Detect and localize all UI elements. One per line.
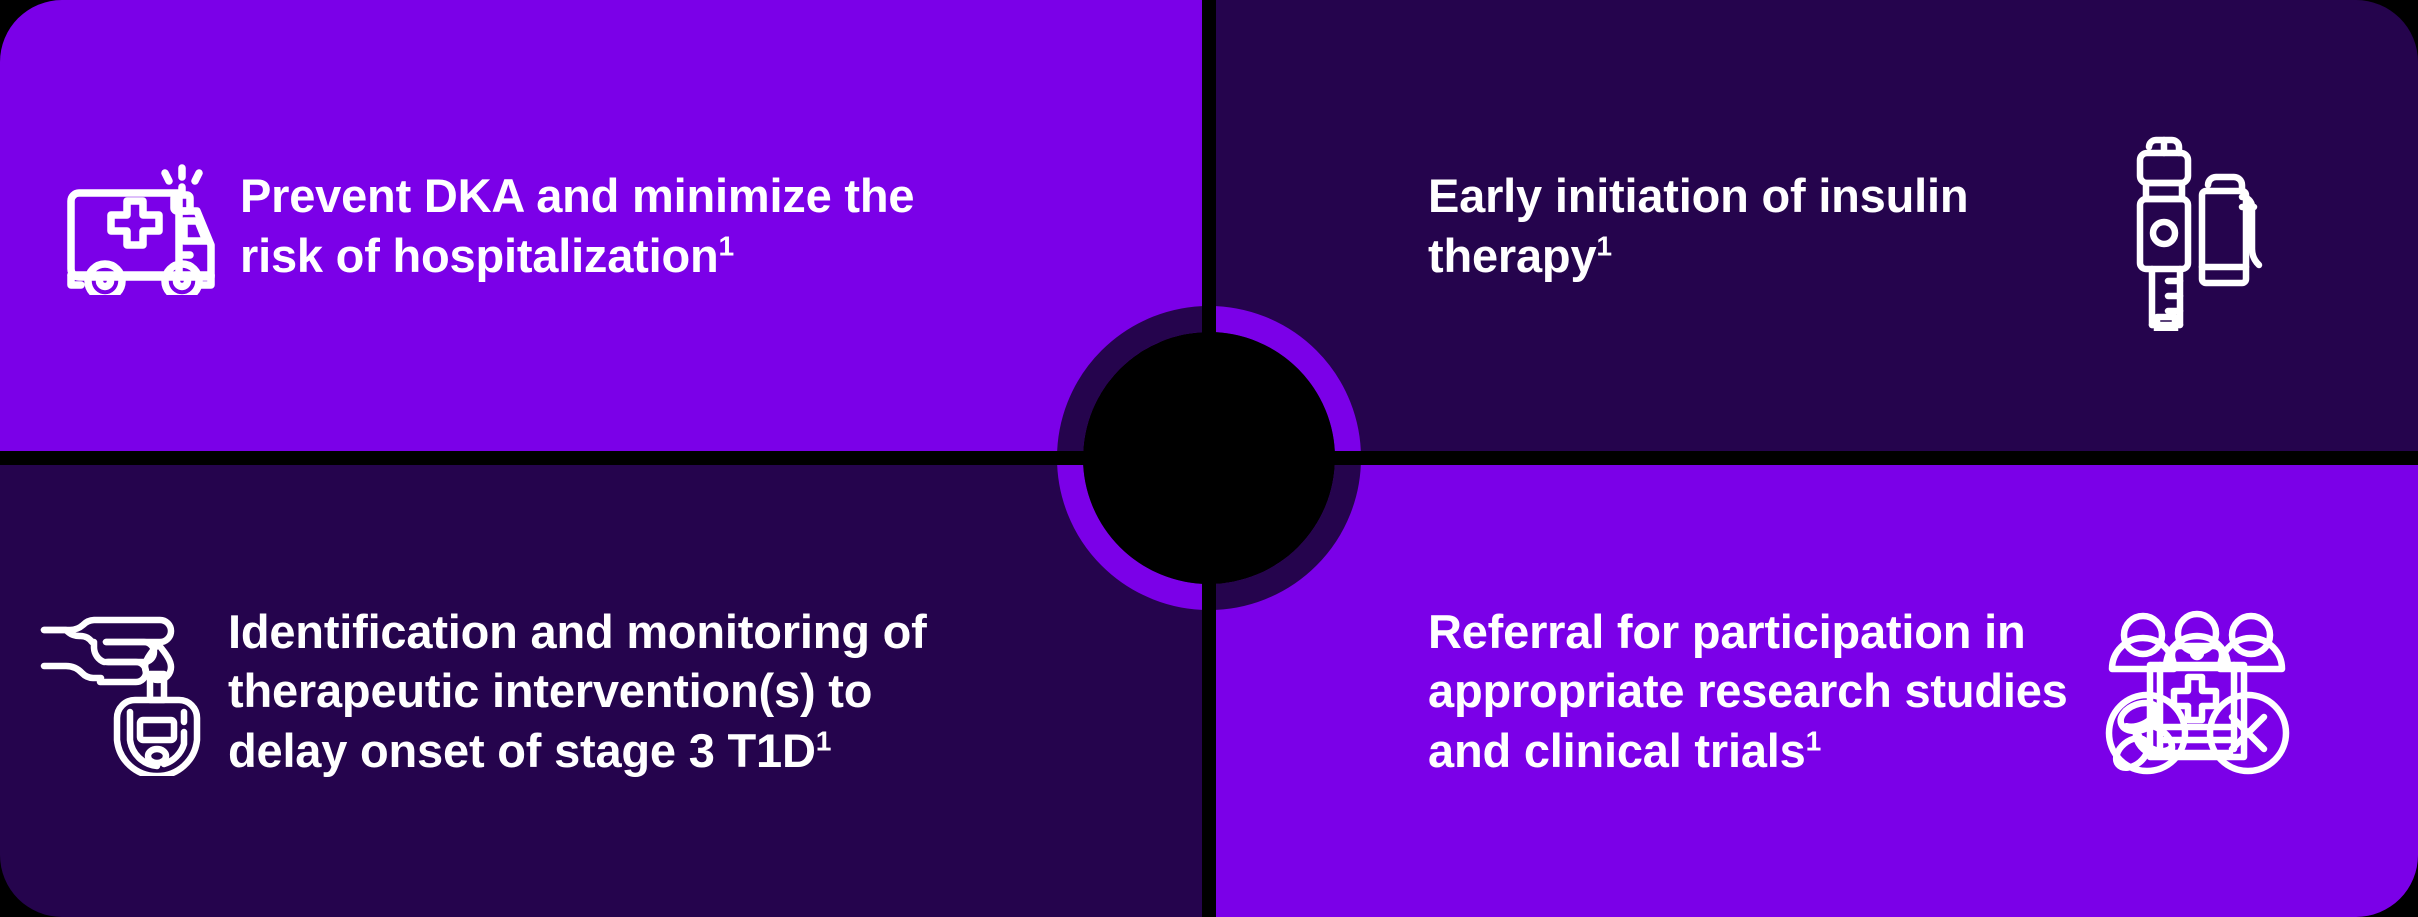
quadrant-top-right: Early initiation of insulin therapy1	[1216, 0, 2418, 451]
headline-text: Identification and monitoring of therape…	[228, 605, 927, 777]
quadrant-bottom-left: Identification and monitoring of therape…	[0, 465, 1202, 917]
footnote-marker: 1	[1596, 228, 1612, 261]
footnote-marker: 1	[815, 723, 832, 756]
clinical-trial-group-clipboard-icon	[2092, 607, 2302, 775]
quadrant-bottom-left-headline: Identification and monitoring of therape…	[228, 602, 968, 780]
quadrant-top-right-headline: Early initiation of insulin therapy1	[1428, 166, 2068, 284]
quadrant-bottom-right: Referral for participation in appropriat…	[1216, 465, 2418, 917]
finger-prick-glucose-meter-icon	[24, 606, 214, 776]
insulin-pen-syringe-icon	[2090, 121, 2290, 331]
quadrant-bottom-right-headline: Referral for participation in appropriat…	[1428, 602, 2068, 780]
gutter-horizontal-overlay	[0, 451, 2418, 465]
headline-text: Prevent DKA and minimize the risk of hos…	[240, 169, 915, 282]
headline-text: Early initiation of insulin therapy	[1428, 169, 1969, 282]
quadrant-top-left: Prevent DKA and minimize the risk of hos…	[0, 0, 1202, 451]
footnote-marker: 1	[718, 228, 735, 261]
ambulance-icon	[40, 157, 222, 295]
headline-text: Referral for participation in appropriat…	[1428, 605, 2068, 777]
footnote-marker: 1	[1805, 723, 1822, 756]
quadrant-top-left-headline: Prevent DKA and minimize the risk of hos…	[240, 166, 960, 284]
